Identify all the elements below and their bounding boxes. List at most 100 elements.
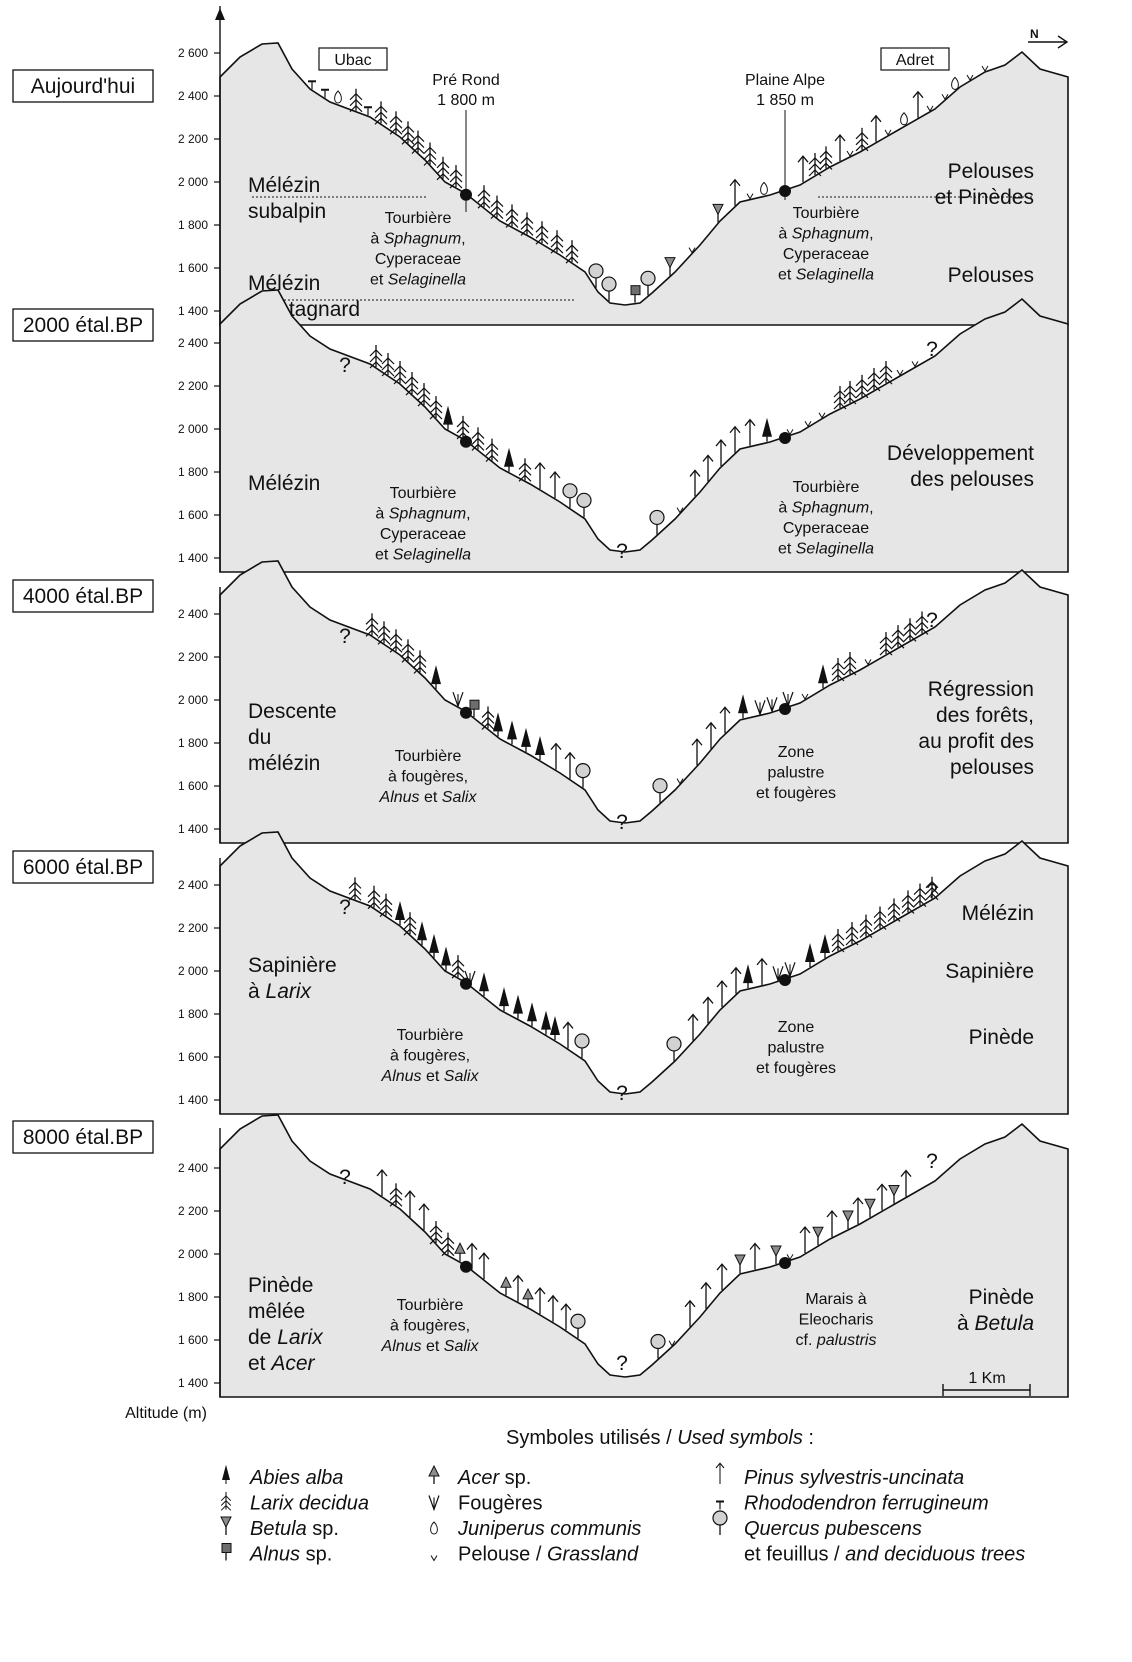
pinus-icon bbox=[716, 980, 728, 1008]
plaine-alpe-label: Plaine Alpe bbox=[745, 72, 825, 89]
larix-icon bbox=[456, 415, 470, 440]
zone-label-part: et bbox=[248, 1352, 271, 1375]
fern-icon bbox=[452, 691, 464, 708]
larix-icon bbox=[429, 1221, 443, 1245]
larix-icon bbox=[505, 204, 519, 228]
larix-icon bbox=[413, 650, 427, 674]
pinus-icon bbox=[550, 742, 562, 770]
pinus-icon bbox=[684, 1299, 696, 1327]
site-label-line: Tourbière bbox=[390, 485, 457, 502]
larix-icon bbox=[401, 639, 415, 663]
site-label-line: Zone bbox=[778, 744, 815, 761]
pinus-icon bbox=[797, 155, 809, 183]
site-label-line: à fougères, bbox=[390, 1318, 470, 1335]
site-label-line-part: à bbox=[778, 226, 791, 243]
unknown-marker: ? bbox=[926, 338, 938, 361]
fern-icon bbox=[784, 962, 796, 979]
legend-item-label: et feuillus / and deciduous trees bbox=[744, 1544, 1025, 1566]
period-label: 6000 étal.BP bbox=[12, 850, 154, 884]
zone-label-part: Sapinière bbox=[945, 960, 1034, 983]
betula-icon bbox=[770, 1245, 782, 1264]
legend-item-label: Pelouse / Grassland bbox=[458, 1544, 639, 1566]
abies-icon bbox=[738, 694, 748, 719]
larix-icon bbox=[485, 438, 499, 463]
pinus-icon bbox=[749, 1242, 761, 1270]
site-label-line: Eleocharis bbox=[799, 1312, 874, 1329]
site-label-line-part: Cyperaceae bbox=[783, 246, 869, 263]
zone-label-part: Pelouses bbox=[948, 264, 1034, 287]
legend: Symboles utilisés / Used symbols :Abies … bbox=[220, 1427, 1025, 1566]
legend-title-part: Used symbols bbox=[677, 1427, 803, 1449]
zone-label: des pelouses bbox=[910, 468, 1034, 491]
zone-label: du bbox=[248, 726, 271, 749]
legend-item-label: Betula sp. bbox=[250, 1518, 339, 1540]
pinus-icon bbox=[547, 1294, 559, 1322]
zone-label: Pelouses bbox=[948, 264, 1034, 287]
site-label-line-part: Zone bbox=[778, 744, 815, 761]
acer-icon bbox=[454, 1242, 466, 1262]
larix-icon bbox=[535, 221, 549, 245]
grassland-icon bbox=[430, 1555, 438, 1562]
zone-label: de Larix bbox=[248, 1326, 324, 1349]
legend-item-label-part: Quercus pubescens bbox=[744, 1518, 922, 1540]
site-label-line-part: et bbox=[778, 267, 796, 284]
zone-label-part: Mélézin bbox=[248, 472, 320, 495]
abies-icon bbox=[493, 712, 503, 737]
site-label-line-part: Selaginella bbox=[796, 541, 874, 558]
legend-item-label-part: and deciduous trees bbox=[845, 1544, 1025, 1566]
abies-icon bbox=[395, 901, 405, 925]
legend-item-label: Acer sp. bbox=[457, 1467, 531, 1489]
larix-icon bbox=[389, 111, 403, 135]
axis-tick-label: 2 000 bbox=[178, 1247, 208, 1261]
larix-icon bbox=[423, 142, 437, 166]
larix-icon bbox=[490, 195, 504, 220]
axis-tick-label: 1 600 bbox=[178, 1050, 208, 1064]
pinus-icon bbox=[705, 721, 717, 749]
north-arrow-icon: N bbox=[1028, 27, 1069, 49]
period-text: 6000 étal.BP bbox=[23, 856, 143, 879]
abies-icon bbox=[550, 1016, 560, 1040]
site-label-line: et Selaginella bbox=[370, 272, 466, 289]
valley-profile bbox=[219, 42, 1069, 326]
axis-tick-label: 1 800 bbox=[178, 218, 208, 232]
axis-tick-label: 2 200 bbox=[178, 650, 208, 664]
larix-icon bbox=[831, 929, 845, 953]
larix-icon bbox=[367, 885, 381, 910]
grass-icon bbox=[786, 429, 794, 436]
grass-icon bbox=[668, 1340, 676, 1347]
zone-label: Régression bbox=[928, 678, 1034, 701]
legend-item-label-part: Larix decidua bbox=[250, 1493, 369, 1515]
abies-icon bbox=[820, 934, 830, 958]
ubac-label: Ubac bbox=[334, 52, 371, 69]
site-label-line: Tourbière bbox=[793, 479, 860, 496]
site-label-line-part: Sphagnum bbox=[384, 231, 461, 248]
larix-icon bbox=[867, 367, 881, 392]
legend-item: Pinus sylvestris-uncinata bbox=[715, 1462, 964, 1489]
abies-icon bbox=[818, 664, 828, 689]
abies-icon bbox=[535, 736, 545, 760]
site-label-line: à fougères, bbox=[388, 769, 468, 786]
fern-icon bbox=[428, 1495, 440, 1512]
period-text: Aujourd'hui bbox=[31, 75, 135, 98]
zone-label-part: Larix bbox=[266, 980, 313, 1003]
quercus-icon bbox=[666, 1036, 682, 1061]
zone-label: Mélézin bbox=[248, 272, 320, 295]
zone-label-part: au profit des bbox=[918, 730, 1034, 753]
pinus-icon bbox=[715, 439, 727, 467]
site-label-line: Alnus et Salix bbox=[379, 789, 478, 806]
axis-tick-label: 2 600 bbox=[178, 46, 208, 60]
grass-icon bbox=[676, 778, 684, 785]
axis-tick-label: 2 400 bbox=[178, 607, 208, 621]
larix-icon bbox=[389, 629, 403, 653]
peat-bog-marker bbox=[779, 703, 791, 715]
axis-tick-label: 1 600 bbox=[178, 1333, 208, 1347]
zone-label-part: pelouses bbox=[950, 756, 1034, 779]
alnus-icon bbox=[469, 699, 480, 718]
site-label-line-part: , bbox=[461, 231, 465, 248]
